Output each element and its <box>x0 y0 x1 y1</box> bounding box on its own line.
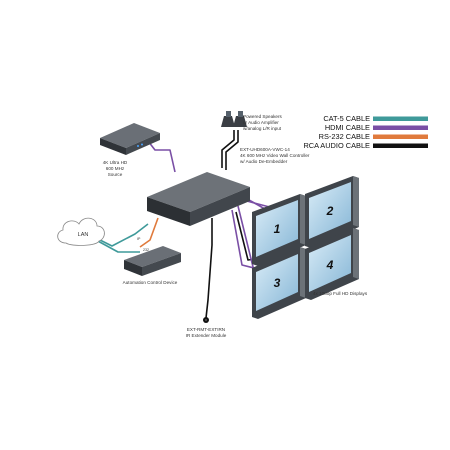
svg-text:Powered Speakers: Powered Speakers <box>243 114 283 119</box>
legend-rca-swatch <box>373 143 428 148</box>
display-1: 1 <box>252 194 306 266</box>
panel-number: 1 <box>274 222 281 236</box>
speakers-label: Powered Speakers or Audio Amplifier w/an… <box>243 114 283 131</box>
automation-label: Automation Control Device <box>123 280 178 285</box>
display-4: 4 <box>305 228 359 300</box>
panel-number: 3 <box>274 276 281 290</box>
rs232-cable <box>139 217 159 248</box>
ir-sensor-icon <box>203 317 209 323</box>
svg-text:w/ Audio De-Embedder: w/ Audio De-Embedder <box>240 159 288 164</box>
legend-cat5-label: CAT-5 CABLE <box>323 114 370 123</box>
svg-text:600 MHz: 600 MHz <box>106 166 125 171</box>
legend-cat5-swatch <box>373 116 428 121</box>
display-3: 3 <box>252 247 306 319</box>
speaker-icon <box>221 111 247 127</box>
ir-extender-cable <box>205 218 213 319</box>
rca-cable-speakers <box>221 130 235 168</box>
legend-rs232-swatch <box>373 134 428 139</box>
hdmi-cable-source <box>147 140 176 173</box>
source-label: 4K Ultra HD 600 MHz Source <box>103 160 128 177</box>
legend-hdmi: HDMI CABLE <box>325 123 428 132</box>
svg-text:4K Ultra HD: 4K Ultra HD <box>103 160 128 165</box>
legend: CAT-5 CABLE HDMI CABLE RS-232 CABLE RCA … <box>303 114 428 150</box>
rs232-tag: 232 <box>143 248 149 252</box>
legend-hdmi-label: HDMI CABLE <box>325 123 370 132</box>
cat5-cable-automation <box>95 239 140 253</box>
legend-hdmi-swatch <box>373 125 428 130</box>
svg-text:w/analog L/R input: w/analog L/R input <box>243 126 282 131</box>
panel-number: 4 <box>326 258 334 272</box>
displays-label: 4x 1080p Full HD Displays <box>313 291 368 296</box>
svg-text:Source: Source <box>108 172 123 177</box>
legend-rs232-label: RS-232 CABLE <box>319 132 370 141</box>
svg-text:or Audio Amplifier: or Audio Amplifier <box>243 120 279 125</box>
source-device <box>100 123 160 155</box>
controller-label: EXT-UHD600A-VWC-14 4K 600 MHz Video Wall… <box>240 147 310 164</box>
rca-cable-speakers-2 <box>225 130 239 170</box>
legend-rs232: RS-232 CABLE <box>319 132 428 141</box>
cat5-cable-lan <box>91 223 149 247</box>
svg-text:4K 600 MHz Video Wall Controll: 4K 600 MHz Video Wall Controller <box>240 153 310 158</box>
ir-extender-label: EXT-RMT-EXTIRN IR Extender Module <box>186 327 227 338</box>
panel-number: 2 <box>326 204 334 218</box>
ip-tag: IP <box>137 237 141 241</box>
video-wall: 1 2 3 4 <box>252 176 359 319</box>
svg-text:EXT-RMT-EXTIRN: EXT-RMT-EXTIRN <box>187 327 225 332</box>
legend-rca: RCA AUDIO CABLE <box>303 141 428 150</box>
svg-text:IR Extender Module: IR Extender Module <box>186 333 227 338</box>
svg-text:EXT-UHD600A-VWC-14: EXT-UHD600A-VWC-14 <box>240 147 290 152</box>
lan-label: LAN <box>78 232 89 238</box>
legend-rca-label: RCA AUDIO CABLE <box>303 141 370 150</box>
cloud-icon <box>57 217 105 246</box>
video-wall-controller <box>147 172 250 226</box>
legend-cat5: CAT-5 CABLE <box>323 114 428 123</box>
automation-device <box>124 246 181 276</box>
display-2: 2 <box>305 176 359 248</box>
